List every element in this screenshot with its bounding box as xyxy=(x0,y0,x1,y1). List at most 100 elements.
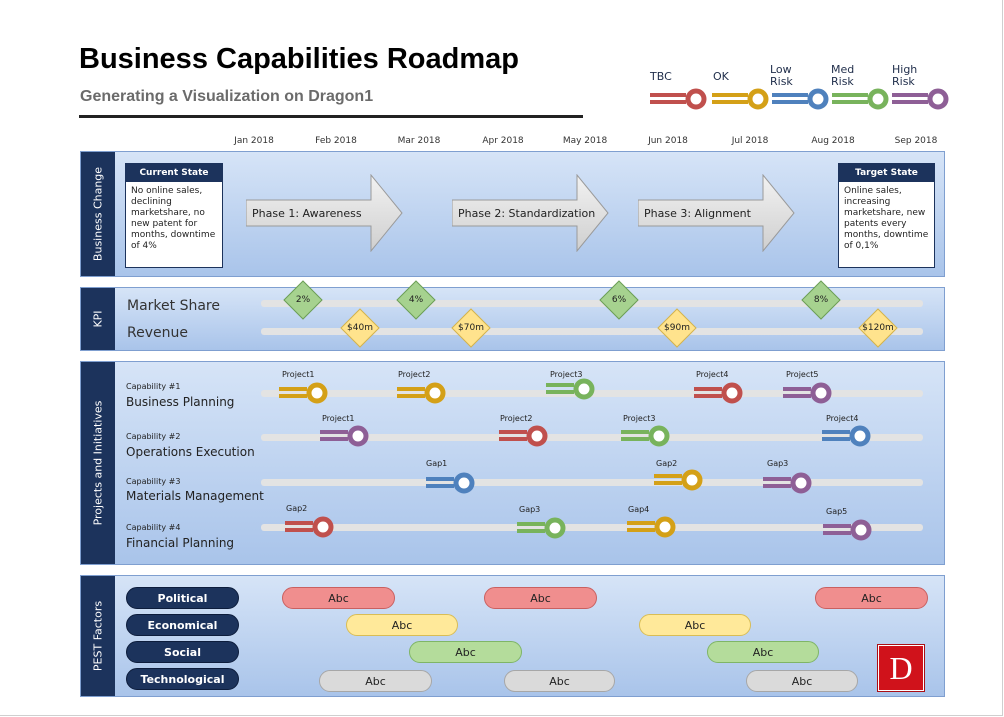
phase-3-label: Phase 3: Alignment xyxy=(644,206,751,220)
phase-arrow-icon xyxy=(637,173,795,253)
phase-2-label: Phase 2: Standardization xyxy=(458,206,596,220)
target-state-box: Target State Online sales, increasing ma… xyxy=(838,163,935,268)
project-marker-label: Gap3 xyxy=(519,505,541,514)
capability-number: Capability #1 xyxy=(126,382,181,391)
phase-arrow-icon xyxy=(245,173,403,253)
legend-key-med-risk-icon xyxy=(832,88,889,110)
project-marker-icon[interactable] xyxy=(397,381,449,405)
legend-key-high-risk-icon xyxy=(892,88,949,110)
legend-label-high-risk: High Risk xyxy=(892,63,918,88)
kpi-value: 6% xyxy=(611,295,627,305)
project-marker-icon[interactable] xyxy=(426,471,478,495)
project-marker-icon[interactable] xyxy=(763,471,815,495)
project-marker-label: Project1 xyxy=(322,414,355,423)
pest-political-item[interactable]: Abc xyxy=(484,587,597,609)
capability-number: Capability #3 xyxy=(126,477,181,486)
kpi-revenue-track xyxy=(261,328,923,335)
kpi-market-share-marker: 4% xyxy=(396,280,436,320)
legend-key-ok-icon xyxy=(712,88,769,110)
kpi-value: 8% xyxy=(813,295,829,305)
legend-key-low-risk-icon xyxy=(772,88,829,110)
kpi-value: 4% xyxy=(408,295,424,305)
pest-political-item[interactable]: Abc xyxy=(282,587,395,609)
kpi-tab: KPI xyxy=(81,288,115,350)
kpi-market-share-marker: 2% xyxy=(283,280,323,320)
legend-swatches xyxy=(650,88,949,110)
project-marker-label: Gap2 xyxy=(286,504,308,513)
project-marker-label: Gap4 xyxy=(628,505,650,514)
pest-economical-item[interactable]: Abc xyxy=(639,614,751,636)
month-label: Jul 2018 xyxy=(731,136,769,146)
month-label: Apr 2018 xyxy=(482,136,524,146)
project-marker-icon[interactable] xyxy=(320,424,372,448)
business-change-tab: Business Change xyxy=(81,152,115,276)
project-marker-icon[interactable] xyxy=(783,381,835,405)
pest-technological-item[interactable]: Abc xyxy=(319,670,432,692)
project-marker-icon[interactable] xyxy=(285,515,337,539)
legend-label-low-risk: Low Risk xyxy=(770,63,793,88)
project-marker-label: Project2 xyxy=(398,370,431,379)
pest-economical-item[interactable]: Abc xyxy=(346,614,458,636)
month-label: Aug 2018 xyxy=(811,136,855,146)
projects-tab: Projects and Initiatives xyxy=(81,362,115,564)
kpi-market-share-label: Market Share xyxy=(127,298,220,314)
project-marker-icon[interactable] xyxy=(546,377,598,401)
projects-tab-label: Projects and Initiatives xyxy=(91,400,105,526)
capability-name: Operations Execution xyxy=(126,445,255,459)
month-label: Jun 2018 xyxy=(648,136,688,146)
project-marker-icon[interactable] xyxy=(654,468,706,492)
phase-2-arrow: Phase 2: Standardization xyxy=(451,173,609,253)
project-marker-label: Project3 xyxy=(550,370,583,379)
capability-name: Financial Planning xyxy=(126,536,235,550)
kpi-revenue-label: Revenue xyxy=(127,325,188,341)
kpi-value: $90m xyxy=(664,323,690,333)
phase-1-arrow: Phase 1: Awareness xyxy=(245,173,403,253)
project-marker-icon[interactable] xyxy=(822,424,874,448)
kpi-market-share-marker: 6% xyxy=(599,280,639,320)
project-marker-label: Project2 xyxy=(500,414,533,423)
page-title: Business Capabilities Roadmap xyxy=(79,43,519,75)
kpi-value: 2% xyxy=(295,295,311,305)
pest-political-item[interactable]: Abc xyxy=(815,587,928,609)
pest-technological-item[interactable]: Abc xyxy=(504,670,615,692)
project-marker-icon[interactable] xyxy=(627,515,679,539)
phase-1-label: Phase 1: Awareness xyxy=(252,206,362,220)
capability-number: Capability #2 xyxy=(126,432,181,441)
pest-label-social: Social xyxy=(126,641,239,663)
capability-track xyxy=(261,434,923,441)
capability-track xyxy=(261,479,923,486)
capability-name: Business Planning xyxy=(126,395,235,409)
project-marker-label: Project5 xyxy=(786,370,819,379)
current-state-text: No online sales, declining marketshare, … xyxy=(131,186,216,251)
month-label: Jan 2018 xyxy=(234,136,274,146)
pest-technological-item[interactable]: Abc xyxy=(746,670,858,692)
kpi-tab-label: KPI xyxy=(91,310,105,328)
project-marker-label: Gap5 xyxy=(826,507,848,516)
project-marker-icon[interactable] xyxy=(499,424,551,448)
current-state-heading: Current State xyxy=(126,164,222,182)
title-underline xyxy=(79,115,583,118)
month-label: Sep 2018 xyxy=(894,136,938,146)
project-marker-icon[interactable] xyxy=(621,424,673,448)
project-marker-icon[interactable] xyxy=(823,518,875,542)
kpi-value: $70m xyxy=(458,323,484,333)
legend-label-med-risk: Med Risk xyxy=(831,63,855,88)
current-state-box: Current State No online sales, declining… xyxy=(125,163,223,268)
kpi-revenue-marker: $40m xyxy=(340,308,380,348)
target-state-text: Online sales, increasing marketshare, ne… xyxy=(844,186,929,251)
pest-label-technological: Technological xyxy=(126,668,239,690)
business-change-tab-label: Business Change xyxy=(91,166,105,262)
pest-social-item[interactable]: Abc xyxy=(409,641,522,663)
project-marker-label: Project3 xyxy=(623,414,656,423)
kpi-value: $120m xyxy=(862,323,894,333)
page-subtitle: Generating a Visualization on Dragon1 xyxy=(80,88,374,105)
phase-arrow-icon xyxy=(451,173,609,253)
project-marker-icon[interactable] xyxy=(279,381,331,405)
project-marker-icon[interactable] xyxy=(517,516,569,540)
pest-social-item[interactable]: Abc xyxy=(707,641,819,663)
project-marker-label: Gap1 xyxy=(426,459,448,468)
target-state-heading: Target State xyxy=(839,164,934,182)
capability-number: Capability #4 xyxy=(126,523,181,532)
project-marker-icon[interactable] xyxy=(694,381,746,405)
